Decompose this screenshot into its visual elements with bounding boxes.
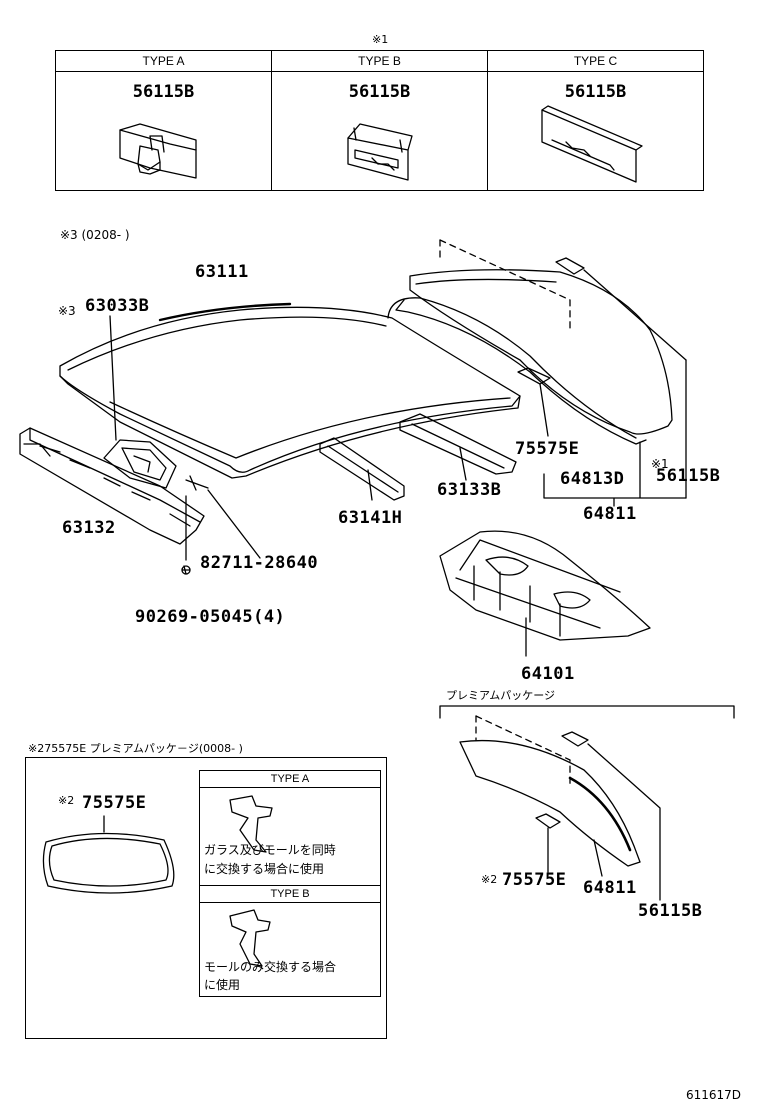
- box2-type-a-header: TYPE A: [200, 771, 380, 788]
- box2-type-a-text-1: ガラス及びモールを同時: [204, 843, 336, 857]
- roof-panel-illustration: [59, 302, 521, 479]
- roof-bow-part-number[interactable]: 63033B: [85, 296, 150, 316]
- spacer-block-illustration: [517, 367, 551, 385]
- side-rail-illustration: [319, 437, 405, 501]
- rear-window-glass-illustration: [387, 239, 687, 499]
- spacer-part-number[interactable]: 75575E: [515, 439, 580, 459]
- box2-title: ※275575E プレミアムパッケ－ジ(0008- ): [28, 742, 243, 755]
- roof-panel-part-number[interactable]: 63111: [195, 262, 249, 282]
- molding-part-number[interactable]: 56115B: [656, 466, 721, 486]
- bolt-part-number[interactable]: 82711-28640: [200, 553, 319, 573]
- diagram-id: 611617D: [686, 1088, 742, 1102]
- front-header-illustration: [19, 427, 205, 545]
- package-tray-part-number[interactable]: 64101: [521, 664, 575, 684]
- molding-profile-type-a-illustration: [229, 795, 273, 853]
- package-tray-illustration: [439, 530, 651, 657]
- type-b-part-number[interactable]: 56115B: [348, 82, 411, 102]
- roof-bow-illustration: [103, 315, 177, 489]
- clip-part-number[interactable]: 90269-05045(4): [135, 607, 286, 627]
- premium-spacer-part-number[interactable]: 75575E: [502, 870, 567, 890]
- premium-rear-glass-illustration: [459, 715, 661, 901]
- premium-package-header: プレミアムパッケージ: [446, 689, 556, 702]
- type-a-cell: 56115B: [55, 71, 272, 191]
- rear-header-part-number[interactable]: 63133B: [437, 480, 502, 500]
- premium-bracket-line: [439, 705, 735, 719]
- type-b-cell: 56115B: [271, 71, 488, 191]
- premium-molding-part-number[interactable]: 56115B: [638, 901, 703, 921]
- box2-type-a-text-2: に交換する場合に使用: [204, 862, 325, 876]
- premium-spacer-mark: ※2: [481, 873, 498, 886]
- type-c-cell: 56115B: [487, 71, 704, 191]
- front-header-part-number[interactable]: 63132: [62, 518, 116, 538]
- box2-type-b-header: TYPE B: [200, 886, 380, 903]
- type-c-part-number[interactable]: 56115B: [564, 82, 627, 102]
- note3-range: ※3 (0208- ): [60, 228, 130, 242]
- note1-mark: ※1: [651, 457, 669, 471]
- premium-glass-part-number[interactable]: 64811: [583, 878, 637, 898]
- molding-type-table: TYPE A TYPE B TYPE C 56115B 56115B 56115…: [55, 50, 704, 191]
- glass-bracket-lines: [543, 441, 687, 507]
- box2-type-b-panel: TYPE B: [199, 885, 381, 997]
- note3-mark: ※3: [58, 304, 76, 318]
- type-b-header: TYPE B: [271, 50, 488, 72]
- molding-profile-type-b-illustration: [229, 909, 271, 967]
- top-table-note-mark: ※1: [372, 33, 389, 46]
- side-rail-part-number[interactable]: 63141H: [338, 508, 403, 528]
- spacer-leader-line: [539, 383, 549, 437]
- premium-spacer-box: [25, 757, 387, 1039]
- box2-part-number[interactable]: 75575E: [82, 793, 147, 813]
- box2-type-b-text-2: に使用: [204, 978, 241, 992]
- type-c-header: TYPE C: [487, 50, 704, 72]
- type-a-header: TYPE A: [55, 50, 272, 72]
- rear-glass-part-number[interactable]: 64811: [583, 504, 637, 524]
- sealant-ring-illustration: [42, 815, 175, 894]
- bolt-illustration: [181, 475, 261, 575]
- box2-mark: ※2: [58, 794, 75, 807]
- type-a-part-number[interactable]: 56115B: [132, 82, 195, 102]
- rear-header-illustration: [399, 413, 517, 481]
- box2-type-b-text-1: モールのみ交換する場合: [204, 960, 337, 974]
- rear-glass-d-part-number[interactable]: 64813D: [560, 469, 625, 489]
